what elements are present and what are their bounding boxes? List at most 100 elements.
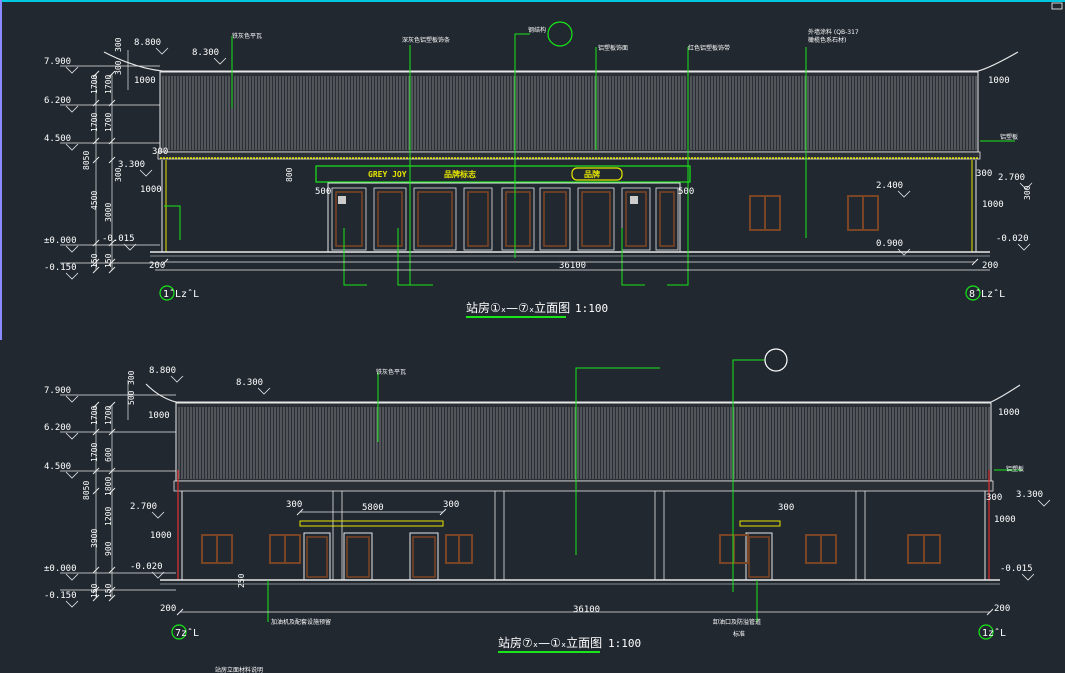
- sign-text-logo2: 品牌: [584, 169, 600, 179]
- elevation-label-bottom: 3.300: [1016, 490, 1043, 500]
- material-note-top: 深灰色铝塑板饰条: [402, 36, 450, 44]
- dim-text-vertical-top: 150: [104, 253, 113, 268]
- axis-label-top-right-bubble: [965, 285, 981, 301]
- dim-300-top: 300: [152, 147, 168, 157]
- dim-tick: [986, 608, 994, 616]
- elevation-label-top: 3.300: [118, 160, 145, 170]
- dim-tick: [92, 594, 100, 602]
- material-note-top: 橄榄色系石材): [808, 36, 846, 44]
- dim-text-vertical-bottom: 1700: [90, 406, 99, 425]
- door-frame-brown: [625, 191, 647, 247]
- dim-text-vertical-top: 3000: [104, 203, 113, 222]
- dim-tick: [108, 70, 116, 78]
- dim-tick: [92, 566, 100, 574]
- elevation-symbol: [1017, 243, 1031, 251]
- dim-total-top: 36100: [559, 261, 586, 271]
- door-frame-brown: [659, 191, 675, 247]
- dim-text-vertical-bottom: 300: [127, 370, 136, 385]
- dim-text-vertical-bottom: 1200: [104, 507, 113, 526]
- dim-side-top: 1000: [988, 76, 1010, 86]
- bottom-doors: [303, 532, 773, 581]
- sign-band: [315, 165, 691, 183]
- dim-text-vertical-bottom: 150: [104, 583, 113, 598]
- dim-text-vertical-top: 4500: [90, 191, 99, 210]
- title-bottom-elevation: 站房⑦ₓ—①ₓ立面图: [498, 635, 602, 650]
- scale-bottom: 1:100: [608, 637, 641, 650]
- dim-1000-bottom: 1000: [998, 408, 1020, 418]
- dim-500-top: 500: [678, 187, 694, 197]
- elevation-symbol: [257, 387, 271, 395]
- dim-500-top: 500: [315, 187, 331, 197]
- dim-tick: [108, 401, 116, 409]
- dim-tick: [108, 487, 116, 495]
- dim-800-top: 800: [285, 167, 294, 182]
- fascia-band-bottom: [173, 480, 994, 492]
- dim-text-vertical-top: 150: [90, 253, 99, 268]
- door-frame-brown: [417, 191, 453, 247]
- dim-text-vertical-top: 1700: [90, 113, 99, 132]
- dim-300-bottom: 300: [986, 493, 1002, 503]
- roof-panel-bottom: [175, 402, 992, 482]
- scale-top: 1:100: [575, 302, 608, 315]
- dim-total-bottom: 36100: [573, 605, 600, 615]
- canopy-right: [739, 520, 781, 527]
- material-note-top: 红色铝塑板饰带: [688, 44, 730, 52]
- elevation-label-bottom: -0.015: [1000, 564, 1033, 574]
- door-frame-brown: [335, 191, 363, 247]
- elevation-symbol: [65, 573, 79, 581]
- door-frame-brown: [543, 191, 567, 247]
- elevation-label-bottom: 7.900: [44, 386, 71, 396]
- elevation-label-bottom: 4.500: [44, 462, 71, 472]
- door: [303, 532, 331, 581]
- elevation-symbol: [1019, 182, 1033, 190]
- storefront-doors: [331, 187, 679, 251]
- dim-tick: [108, 566, 116, 574]
- elevation-label-bottom: ±0.000: [44, 564, 77, 574]
- elevation-symbol: [123, 243, 137, 251]
- material-note-top: 钢结构: [528, 26, 546, 34]
- dim-right-offset-bottom: 200: [994, 604, 1010, 614]
- dim-text-vertical-bottom: 1700: [90, 443, 99, 462]
- dim-text-vertical-top: 300: [114, 37, 123, 52]
- material-note-bottom: 铁灰色平瓦: [376, 368, 406, 376]
- dim-text-vertical-bottom: 1700: [104, 406, 113, 425]
- dim-1000-bottom: 1000: [994, 515, 1016, 525]
- door-frame-brown: [581, 191, 611, 247]
- elevation-label-top: 8.300: [192, 48, 219, 58]
- storefront-door: [655, 187, 679, 251]
- dimension-lines: [60, 50, 994, 616]
- door-frame-brown: [306, 536, 328, 578]
- elevation-label-top: -0.015: [102, 234, 135, 244]
- door-symbol: [338, 196, 346, 204]
- dim-left-offset-bottom: 200: [160, 604, 176, 614]
- elevation-symbol: [155, 47, 169, 55]
- sign-logo-box: [571, 167, 623, 181]
- axis-label-bottom-right-bubble: [978, 624, 994, 640]
- dim-300-bottom: 300: [286, 500, 302, 510]
- storefront-door: [621, 187, 651, 251]
- dim-text-vertical-bottom: 3900: [90, 529, 99, 548]
- dim-5800-bottom: 5800: [362, 503, 384, 513]
- dim-text-vertical-top: 1700: [104, 113, 113, 132]
- elevation-label-bottom: 6.200: [44, 423, 71, 433]
- dim-text-vertical-top: 8050: [82, 151, 91, 170]
- dim-300-bottom: 300: [443, 500, 459, 510]
- axis-label-top-right: 8ˆLzˆL: [969, 288, 1005, 300]
- elevation-symbol: [897, 248, 911, 256]
- door-frame-brown: [377, 191, 403, 247]
- elevation-label-bottom: 8.300: [236, 378, 263, 388]
- dim-text-vertical-bottom: 500: [127, 390, 136, 405]
- material-note-top: 外墙涂料 (QB-317: [808, 28, 859, 36]
- material-note-bottom: 铝塑板: [1006, 465, 1024, 473]
- storefront-door: [463, 187, 493, 251]
- storefront-door: [413, 187, 457, 251]
- material-note-bottom: 加油机及配套设施预留: [271, 618, 331, 626]
- door-frame-brown: [412, 536, 436, 578]
- material-note-bottom: 卸油口及防溢管道: [713, 618, 761, 626]
- axis-label-bottom-left: 7zˆL: [175, 627, 199, 639]
- material-note-top: 铝塑板饰面: [598, 44, 628, 52]
- dim-side-top: 1000: [134, 76, 156, 86]
- bottom-elevation: [145, 348, 1022, 622]
